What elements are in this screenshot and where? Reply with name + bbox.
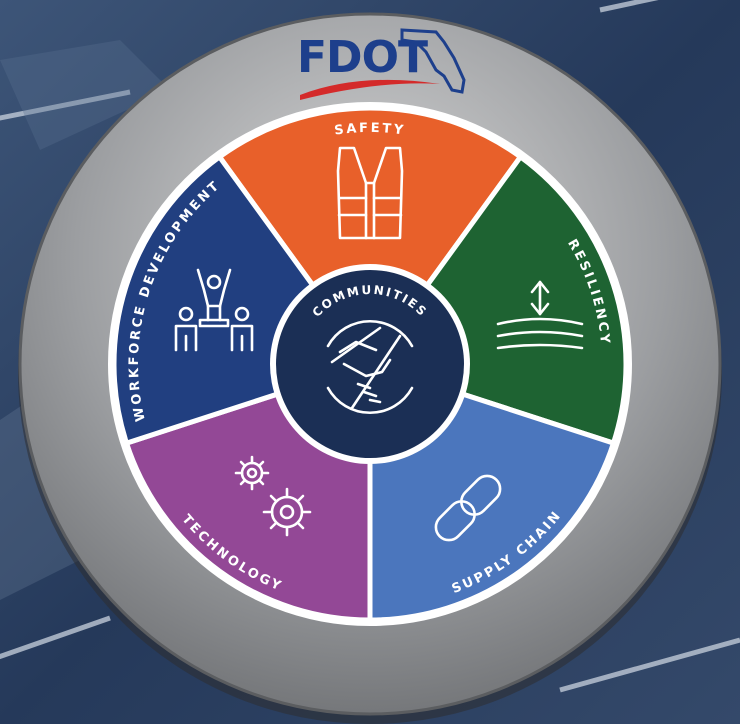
gears-icon [234,455,312,537]
team-icon [174,268,254,352]
center-circle [276,270,464,458]
resiliency-icon [496,280,584,350]
handshake-icon [326,319,414,415]
outer-ring-edge [18,12,722,716]
safety-vest-icon [336,146,404,240]
vehicle-shadow [0,40,170,150]
fdot-logo: FDOT [297,28,466,100]
road-stripes [0,0,740,693]
segments-outer-border [108,102,632,626]
segment-safety [216,105,524,369]
logo-swoosh [300,79,440,100]
florida-outline [400,28,466,94]
chain-link-icon [434,474,502,542]
segment-label-safety: SAFETY [333,121,406,139]
